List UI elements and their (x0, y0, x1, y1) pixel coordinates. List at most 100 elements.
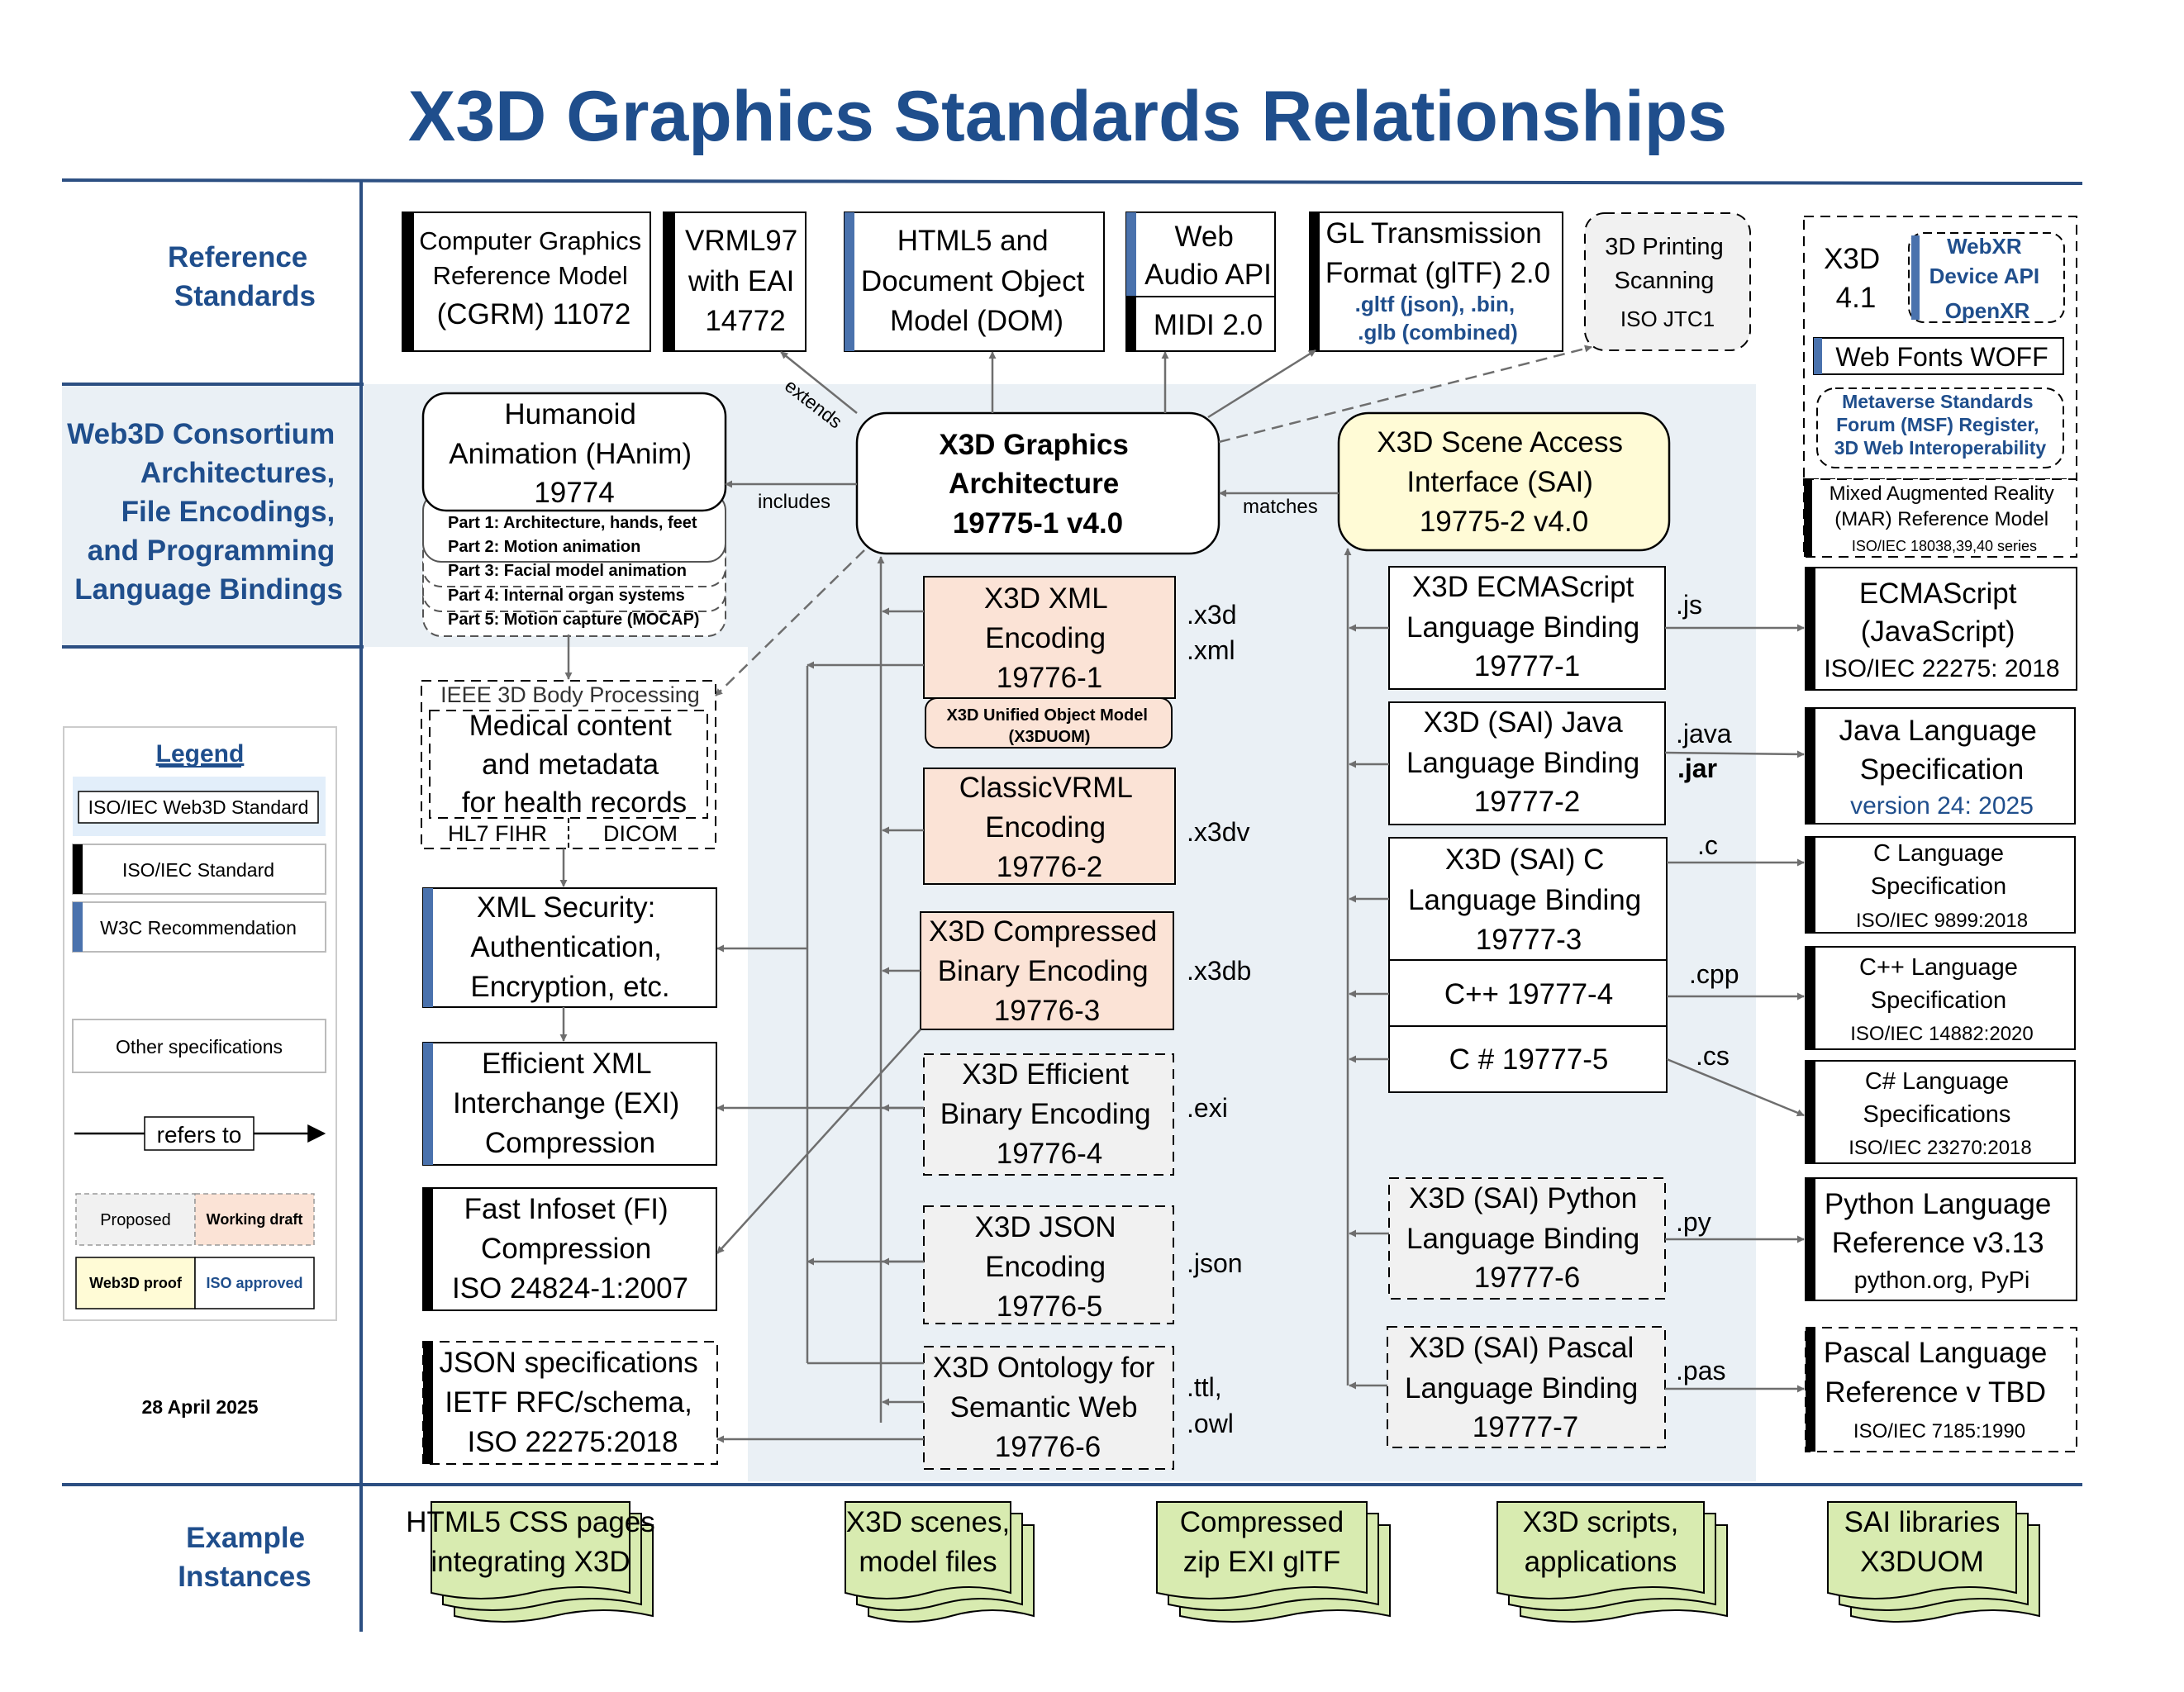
arrow-compressed-to-fi (716, 1029, 921, 1254)
relationship-arrows (559, 345, 1805, 1443)
svg-text:X3D XML Encoding 1: X3D XML Encoding 19776-1 (984, 582, 1115, 694)
svg-text:.json: .json (1187, 1248, 1243, 1278)
svg-text:ISO/IEC Standard: ISO/IEC Standard (122, 859, 274, 881)
svg-text:X3D Compressed Binary En: X3D Compressed Binary Encoding 19776-3 (929, 915, 1165, 1027)
box-html5-dom: HTML5 and Document Object Model (DOM) (844, 212, 1105, 352)
svg-text:C++ Language Specificati: C++ Language Specification ISO/IEC 14882… (1850, 954, 2033, 1045)
row-label-reference: Reference Standards (168, 241, 316, 312)
svg-text:X3D Efficient Binary Enc: X3D Efficient Binary Encoding 19776-4 (940, 1058, 1159, 1170)
svg-text:Fast Infoset (FI) Compre: Fast Infoset (FI) Compression ISO 24824-… (452, 1193, 688, 1305)
legend: Legend ISO/IEC Web3D Standard ISO/IEC St… (63, 726, 337, 1321)
svg-text:.exi: .exi (1187, 1093, 1228, 1123)
svg-text:.cs: .cs (1696, 1041, 1730, 1071)
diagram-date: 28 April 2025 (141, 1396, 258, 1418)
box-python-spec: Python Language Reference v3.13 python.o… (1805, 1177, 2077, 1301)
example-instance-2: X3D scenes,model files (845, 1501, 1035, 1623)
svg-text:WebXR Device API O: WebXR Device API OpenXR (1929, 234, 2046, 323)
box-encoding-ontology: X3D Ontology for Semantic Web 19776-6 .t… (923, 1346, 1234, 1470)
svg-text:IEEE 3D Body Processing: IEEE 3D Body Processing (440, 682, 700, 707)
svg-text:JSON specifications IETF: JSON specifications IETF RFC/schema, ISO… (440, 1347, 707, 1458)
box-csharp-spec: C# Language Specifications ISO/IEC 23270… (1805, 1060, 2076, 1164)
svg-text:.java: .java (1676, 719, 1732, 749)
frame-lines (61, 178, 2083, 1632)
svg-text:ISO/IEC Web3D Standard: ISO/IEC Web3D Standard (88, 796, 309, 818)
svg-text:X3D Ontology for Semanti: X3D Ontology for Semantic Web 19776-6 (933, 1352, 1163, 1463)
svg-text:version 24: 2025: version 24: 2025 (1850, 792, 2034, 820)
svg-text:C++ 19777-4: C++ 19777-4 (1444, 978, 1613, 1010)
arrow-arch-to-vrml97 (780, 351, 858, 414)
arrow-arch-to-printing (1218, 345, 1592, 444)
svg-text:X3D Unified Object Model: X3D Unified Object Model (X3DUOM) (947, 706, 1153, 746)
svg-text:Part 1: Architecture, hands, f: Part 1: Architecture, hands, feet Part 2… (448, 514, 702, 629)
svg-text:Web Audio API: Web Audio API (1144, 221, 1272, 291)
svg-text:X3D 4.1: X3D 4.1 (1824, 243, 1888, 314)
svg-text:X3D JSON Encoding: X3D JSON Encoding 19776-5 (975, 1211, 1125, 1323)
svg-text:.x3dv: .x3dv (1187, 817, 1249, 847)
svg-text:.c: .c (1697, 830, 1718, 860)
box-3d-printing: 3D Printing Scanning ISO JTC1 (1584, 212, 1751, 351)
svg-text:GL Transmission Format (: GL Transmission Format (glTF) 2.0 (1325, 217, 1550, 289)
svg-text:ECMAScript (JavaScript): ECMAScript (JavaScript) ISO/IEC 22275: 2… (1824, 577, 2059, 682)
box-exi: Efficient XML Interchange (EXI) Compress… (422, 1042, 717, 1166)
svg-text:HL7 FIHR: HL7 FIHR (448, 821, 547, 846)
svg-text:.gltf (json), .bin, .glb: .gltf (json), .bin, .glb (combined) (1355, 292, 1521, 345)
box-vrml97: VRML97 with EAI 14772 (663, 212, 807, 352)
svg-text:X3D (SAI) Python Languag: X3D (SAI) Python Language Binding 19777-… (1406, 1182, 1648, 1294)
box-encoding-xml: X3D XML Encoding 19776-1 X3D Unified Obj… (923, 576, 1244, 749)
box-binding-ecmascript: X3D ECMAScript Language Binding 19777-1 … (1388, 566, 1702, 690)
svg-text:Python Language Referenc: Python Language Reference v3.13 python.o… (1825, 1188, 2059, 1294)
box-binding-java: X3D (SAI) Java Language Binding 19777-2 … (1388, 701, 1732, 825)
svg-text:HTML5 and Document Objec: HTML5 and Document Object Model (DOM) (861, 225, 1092, 337)
web3d-row-band (62, 384, 364, 647)
box-binding-python: X3D (SAI) Python Language Binding 19777-… (1388, 1177, 1711, 1300)
svg-text:X3D ECMAScript Language: X3D ECMAScript Language Binding 19777-1 (1406, 571, 1648, 682)
box-json-specs: JSON specifications IETF RFC/schema, ISO… (422, 1341, 718, 1465)
svg-text:Web3D proof: Web3D proof (89, 1275, 183, 1291)
box-java-spec: Java Language Specification version 24: … (1805, 707, 2076, 825)
svg-text:C# Language Specificatio: C# Language Specifications ISO/IEC 23270… (1849, 1068, 2031, 1159)
svg-text:VRML97 with EAI 14: VRML97 with EAI 14772 (685, 225, 806, 337)
svg-text:Metaverse Standards Foru: Metaverse Standards Forum (MSF) Register… (1834, 391, 2047, 459)
svg-text:.x3d .xml: .x3d .xml (1187, 600, 1244, 665)
box-mar: Mixed Augmented Reality (MAR) Reference … (1803, 478, 2077, 558)
svg-text:MIDI 2.0: MIDI 2.0 (1154, 309, 1263, 341)
svg-text:ClassicVRML Encoding: ClassicVRML Encoding 19776-2 (959, 772, 1140, 883)
box-c-spec: C Language Specification ISO/IEC 9899:20… (1805, 836, 2076, 934)
box-ecmascript: ECMAScript (JavaScript) ISO/IEC 22275: 2… (1805, 567, 2077, 691)
edge-labels: extends includes matches (758, 374, 1318, 518)
svg-text:DICOM: DICOM (603, 821, 678, 846)
example-instance-label: X3D scripts,applications (1523, 1506, 1679, 1578)
svg-text:Proposed: Proposed (100, 1211, 171, 1229)
box-encoding-compressed-binary: X3D Compressed Binary Encoding 19776-3 .… (920, 911, 1251, 1030)
box-pascal-spec: Pascal Language Reference v TBD ISO/IEC … (1805, 1327, 2077, 1452)
svg-text:Web Fonts WOFF: Web Fonts WOFF (1835, 342, 2048, 372)
svg-text:Pascal Language Referenc: Pascal Language Reference v TBD ISO/IEC … (1824, 1337, 2055, 1442)
edge-label-includes: includes (758, 491, 830, 513)
svg-text:W3C Recommendation: W3C Recommendation (100, 917, 297, 939)
svg-text:ISO approved: ISO approved (206, 1275, 302, 1291)
svg-text:X3D Graphics Architectur: X3D Graphics Architecture 19775-1 v4.0 (939, 429, 1136, 539)
box-x3d-architecture: X3D Graphics Architecture 19775-1 v4.0 (855, 411, 1220, 555)
box-gltf: GL Transmission Format (glTF) 2.0 .gltf … (1309, 212, 1563, 352)
svg-text:.js: .js (1676, 590, 1702, 620)
example-instance-label: X3D scenes,model files (846, 1506, 1010, 1578)
row-label-web3d: Web3D Consortium Architectures, File Enc… (67, 418, 343, 606)
arrow-arch-to-gltf (1207, 349, 1316, 419)
svg-text:Computer Graphics Refere: Computer Graphics Reference Model (CGRM)… (419, 226, 648, 330)
box-cpp-spec: C++ Language Specification ISO/IEC 14882… (1805, 946, 2076, 1050)
svg-text:Efficient XML Interchang: Efficient XML Interchange (EXI) Compress… (453, 1048, 688, 1159)
svg-text:.jar: .jar (1677, 753, 1717, 783)
svg-text:Java Language Specificat: Java Language Specification (1839, 715, 2044, 786)
svg-text:.cpp: .cpp (1689, 959, 1739, 989)
box-sai: X3D Scene Access Interface (SAI) 19775-2… (1337, 411, 1671, 552)
svg-text:Working draft: Working draft (207, 1211, 303, 1228)
box-x3d41-group: X3D 4.1 WebXR Device API OpenXR Web Font… (1803, 216, 2077, 480)
svg-text:X3D (SAI) Java Language: X3D (SAI) Java Language Binding 19777-2 (1406, 706, 1648, 818)
